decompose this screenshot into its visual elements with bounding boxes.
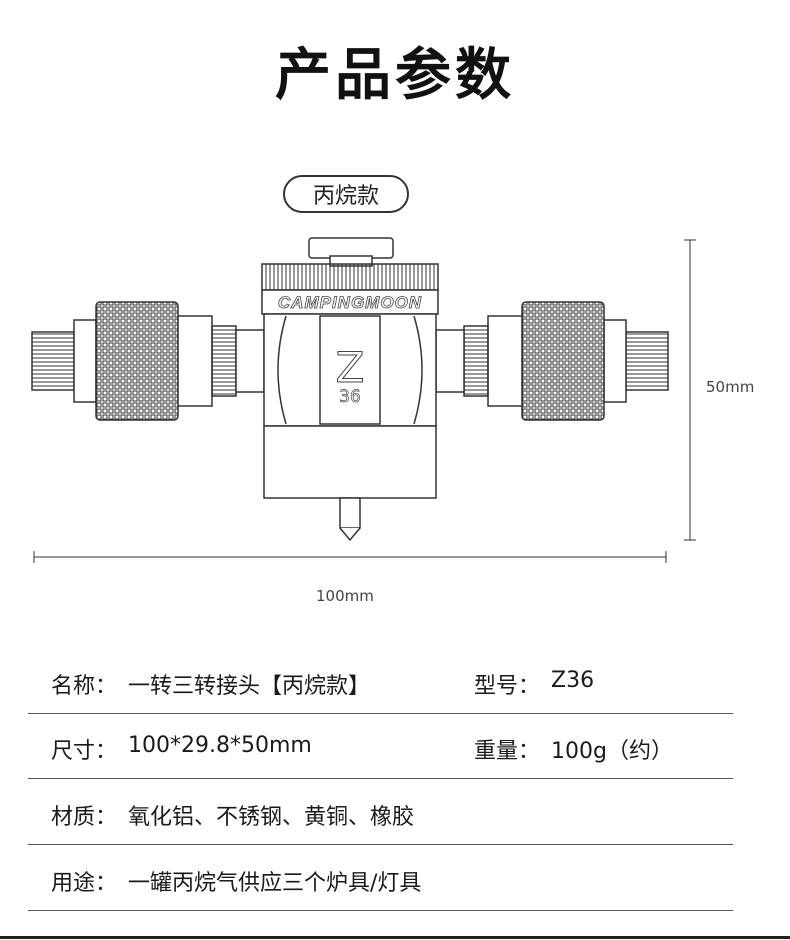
- adapter-body: [31, 237, 669, 542]
- spec-value: 一转三转接头【丙烷款】: [128, 674, 371, 699]
- spec-label: 材质：: [51, 805, 118, 830]
- width-dimension-line: [33, 551, 667, 563]
- height-dimension-line: [684, 239, 696, 541]
- spec-row-usage: 用途： 一罐丙烷气供应三个炉具/灯具: [28, 845, 733, 911]
- spec-label: 名称：: [51, 674, 118, 699]
- center-body: [263, 313, 437, 427]
- spec-value: 氧化铝、不锈钢、黄铜、橡胶: [128, 805, 415, 830]
- spec-label: 用途：: [51, 871, 118, 896]
- bottom-pin: [339, 497, 361, 529]
- spec-value: 100g（约）: [551, 739, 673, 764]
- top-knurled-cap: [261, 263, 439, 291]
- bottom-divider: [0, 936, 790, 939]
- bottom-collar: [263, 425, 437, 499]
- spec-label: 型号：: [474, 674, 541, 699]
- right-knurled-nut: [521, 301, 605, 421]
- spec-value: 一罐丙烷气供应三个炉具/灯具: [128, 871, 422, 896]
- width-dimension-label: 100mm: [316, 587, 374, 605]
- model-number: 36: [339, 387, 361, 407]
- variant-badge: 丙烷款: [283, 175, 409, 213]
- model-letter: Z: [336, 343, 365, 392]
- page-title: 产品参数: [275, 43, 515, 108]
- height-dimension-label: 50mm: [706, 378, 755, 396]
- spec-value: 100*29.8*50mm: [128, 733, 312, 758]
- product-line-drawing: CAMPINGMOON Z 36: [31, 237, 696, 563]
- top-knob: [308, 237, 394, 259]
- brand-text: CAMPINGMOON: [278, 293, 422, 312]
- spec-label: 重量：: [474, 739, 541, 764]
- left-knurled-nut: [95, 301, 179, 421]
- right-thread: [625, 331, 669, 391]
- spec-row-name: 名称： 一转三转接头【丙烷款】 型号： Z36: [28, 648, 733, 714]
- left-thread: [31, 331, 75, 391]
- spec-row-material: 材质： 氧化铝、不锈钢、黄铜、橡胶: [28, 779, 733, 845]
- spec-label: 尺寸：: [51, 739, 118, 764]
- spec-value: Z36: [551, 668, 595, 693]
- spec-row-size: 尺寸： 100*29.8*50mm 重量： 100g（约）: [28, 713, 733, 779]
